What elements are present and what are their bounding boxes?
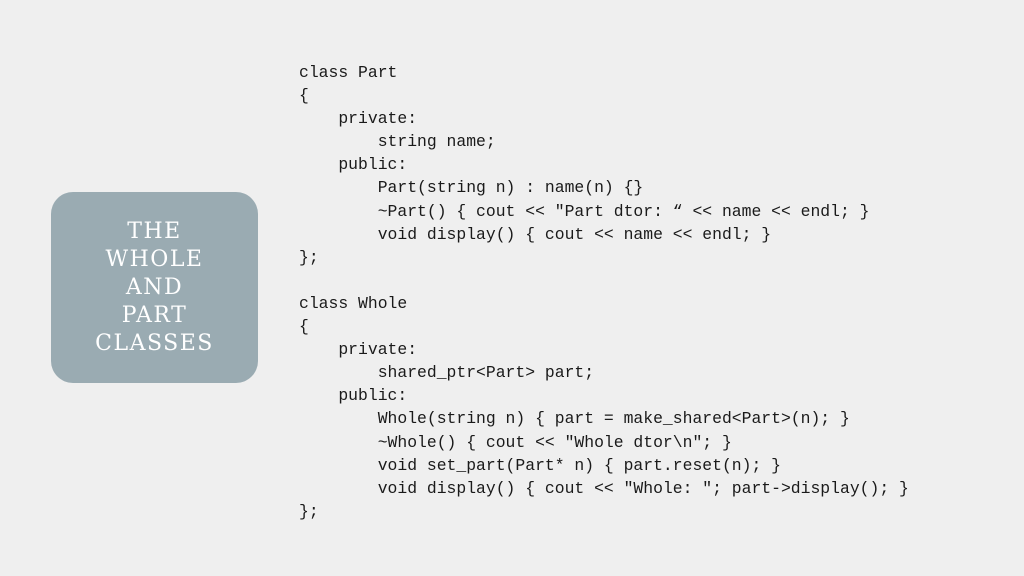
code-line: public: bbox=[299, 155, 408, 175]
code-line: Whole(string n) { part = make_shared<Par… bbox=[299, 409, 850, 429]
slide-title-line: WHOLE bbox=[105, 246, 204, 272]
code-line bbox=[299, 269, 909, 292]
slide-title-line: THE bbox=[127, 218, 182, 244]
code-line: void display() { cout << name << endl; } bbox=[299, 224, 772, 244]
code-line: shared_ptr<Part> part; bbox=[299, 363, 595, 383]
slide-title-line: PART bbox=[121, 302, 188, 328]
code-line: private: bbox=[299, 109, 418, 129]
code-line: Part(string n) : name(n) {} bbox=[299, 178, 644, 198]
code-line: ~Part() { cout << "Part dtor: “ << name … bbox=[299, 201, 870, 221]
code-line: }; bbox=[299, 501, 319, 521]
code-line: }; bbox=[299, 247, 319, 267]
code-line: class Part bbox=[299, 63, 398, 82]
code-block: class Part { private: string name; public… bbox=[299, 61, 909, 523]
code-line: ~Whole() { cout << "Whole dtor\n"; } bbox=[299, 432, 732, 452]
code-line: { bbox=[299, 86, 309, 106]
code-line: string name; bbox=[299, 132, 496, 152]
code-line: private: bbox=[299, 340, 418, 360]
code-line: void display() { cout << "Whole: "; part… bbox=[299, 478, 909, 498]
code-line: class Whole bbox=[299, 293, 408, 313]
code-line: public: bbox=[299, 386, 408, 406]
slide-title-box: THE WHOLE AND PART CLASSES bbox=[51, 192, 258, 383]
code-line: { bbox=[299, 317, 309, 337]
slide-title-line: AND bbox=[125, 274, 184, 300]
slide-title-line: CLASSES bbox=[95, 330, 214, 356]
code-line: void set_part(Part* n) { part.reset(n); … bbox=[299, 455, 781, 475]
